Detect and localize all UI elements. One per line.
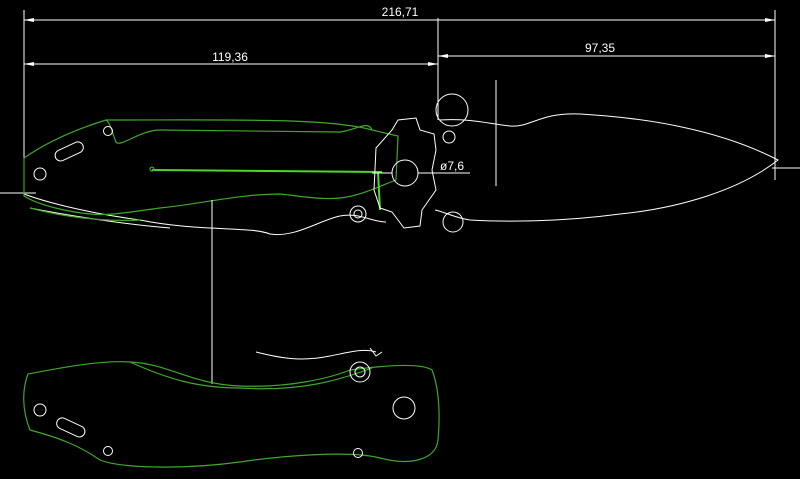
- blade-length-label: 97,35: [585, 41, 615, 55]
- rear-pin: [33, 167, 47, 181]
- handle-spine-line: [105, 119, 373, 131]
- back-spacer-pin: [103, 126, 113, 136]
- closed-handle-inner-line: [129, 361, 373, 390]
- closed-lanyard-slot: [56, 417, 86, 438]
- blade-outline: [434, 113, 779, 222]
- handle-outer-outline: [23, 193, 387, 236]
- pivot-tang-outline: [373, 117, 437, 229]
- stop-pin: [442, 130, 456, 144]
- closed-blade-spine: [255, 349, 377, 360]
- lock-bar-line: [377, 171, 381, 211]
- closed-thumb-hole: [392, 396, 416, 420]
- closed-front-pin: [353, 448, 363, 458]
- dimension-blade-length: 97,35: [438, 41, 775, 58]
- closed-handle-outline: [23, 361, 440, 468]
- handle-length-label: 119,36: [212, 50, 248, 64]
- handle-liner-outline: [23, 119, 399, 216]
- lock-pin-inner: [353, 209, 363, 219]
- dimension-overall-length: 216,71: [23, 5, 776, 192]
- pivot-diameter-label: ø7,6: [440, 159, 464, 173]
- flipper-pin: [442, 211, 464, 233]
- lanyard-slot: [54, 141, 84, 162]
- closed-rear-pin: [33, 403, 47, 417]
- liner-lock-end: [149, 166, 155, 172]
- closed-blade-tip: [369, 347, 383, 357]
- knife-open-view: ø7,6: [23, 93, 779, 236]
- dimension-handle-length: 119,36: [24, 18, 439, 120]
- handle-bottom-line: [29, 207, 141, 221]
- closed-pivot-inner: [354, 366, 366, 378]
- lock-pin-outer: [349, 205, 367, 223]
- overall-length-label: 216,71: [382, 5, 419, 19]
- thumb-hole-circle: [435, 93, 469, 127]
- closed-spacer-pin: [103, 446, 113, 456]
- knife-closed-view: [23, 347, 440, 468]
- liner-lock-line: [151, 169, 383, 173]
- closed-pivot-outer: [349, 361, 371, 383]
